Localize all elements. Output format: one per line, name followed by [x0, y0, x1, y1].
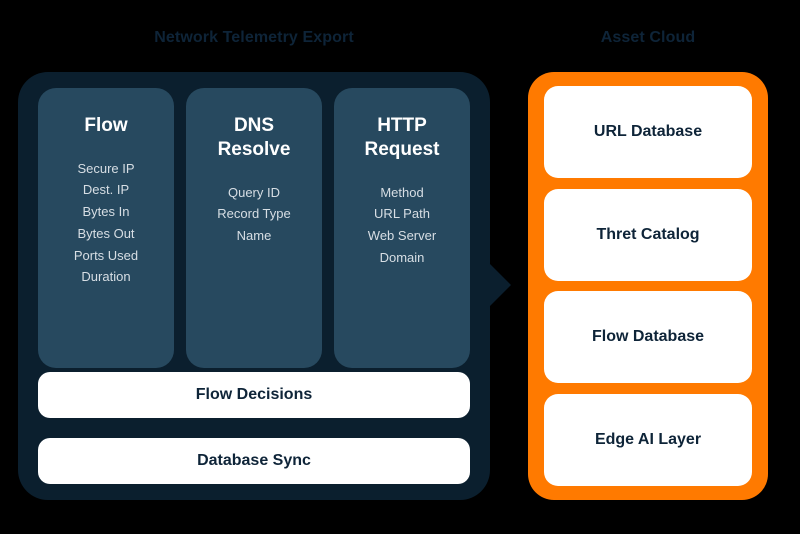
field-item: Method — [380, 184, 424, 200]
card-title: HTTP Request — [364, 115, 440, 160]
asset-cloud-title: Asset Cloud — [600, 29, 696, 46]
field-item: Bytes Out — [77, 225, 135, 241]
asset-cloud-panel: URL Database Thret Catalog Flow Database… — [528, 72, 768, 500]
field-item: Query ID — [227, 184, 280, 200]
telemetry-card-http-request[interactable]: HTTP Request Method URL Path Web Server … — [334, 88, 470, 368]
arrow-right-icon — [489, 263, 511, 307]
field-item: Dest. IP — [82, 182, 130, 198]
card-title: Flow — [84, 115, 128, 136]
field-item: Secure IP — [77, 160, 135, 176]
field-item: Duration — [81, 269, 131, 285]
telemetry-card-flow[interactable]: Flow Secure IP Dest. IP Bytes In Bytes O… — [38, 88, 174, 368]
telemetry-card-dns-resolve[interactable]: DNS Resolve Query ID Record Type Name — [186, 88, 322, 368]
telemetry-panel: Flow Secure IP Dest. IP Bytes In Bytes O… — [18, 72, 490, 500]
asset-card-thret-catalog[interactable]: Thret Catalog — [544, 188, 752, 281]
field-item: Ports Used — [73, 247, 139, 263]
card-field-list: Secure IP Dest. IP Bytes In Bytes Out Po… — [46, 158, 166, 288]
flow-decisions-bar[interactable]: Flow Decisions — [38, 372, 470, 418]
asset-card-edge-ai-layer[interactable]: Edge AI Layer — [544, 393, 752, 486]
card-field-list: Query ID Record Type Name — [194, 182, 314, 247]
database-sync-bar[interactable]: Database Sync — [38, 438, 470, 484]
asset-card-flow-database[interactable]: Flow Database — [544, 291, 752, 384]
field-item: Web Server Domain — [367, 227, 437, 265]
field-item: Bytes In — [82, 204, 130, 220]
card-title: DNS Resolve — [217, 115, 291, 160]
network-telemetry-export-title: Network Telemetry Export — [154, 29, 354, 46]
asset-card-url-database[interactable]: URL Database — [544, 86, 752, 178]
telemetry-cards-row: Flow Secure IP Dest. IP Bytes In Bytes O… — [38, 88, 470, 368]
field-item: Name — [236, 227, 272, 243]
field-item: Record Type — [217, 206, 291, 222]
card-field-list: Method URL Path Web Server Domain — [342, 182, 462, 269]
field-item: URL Path — [374, 206, 430, 222]
